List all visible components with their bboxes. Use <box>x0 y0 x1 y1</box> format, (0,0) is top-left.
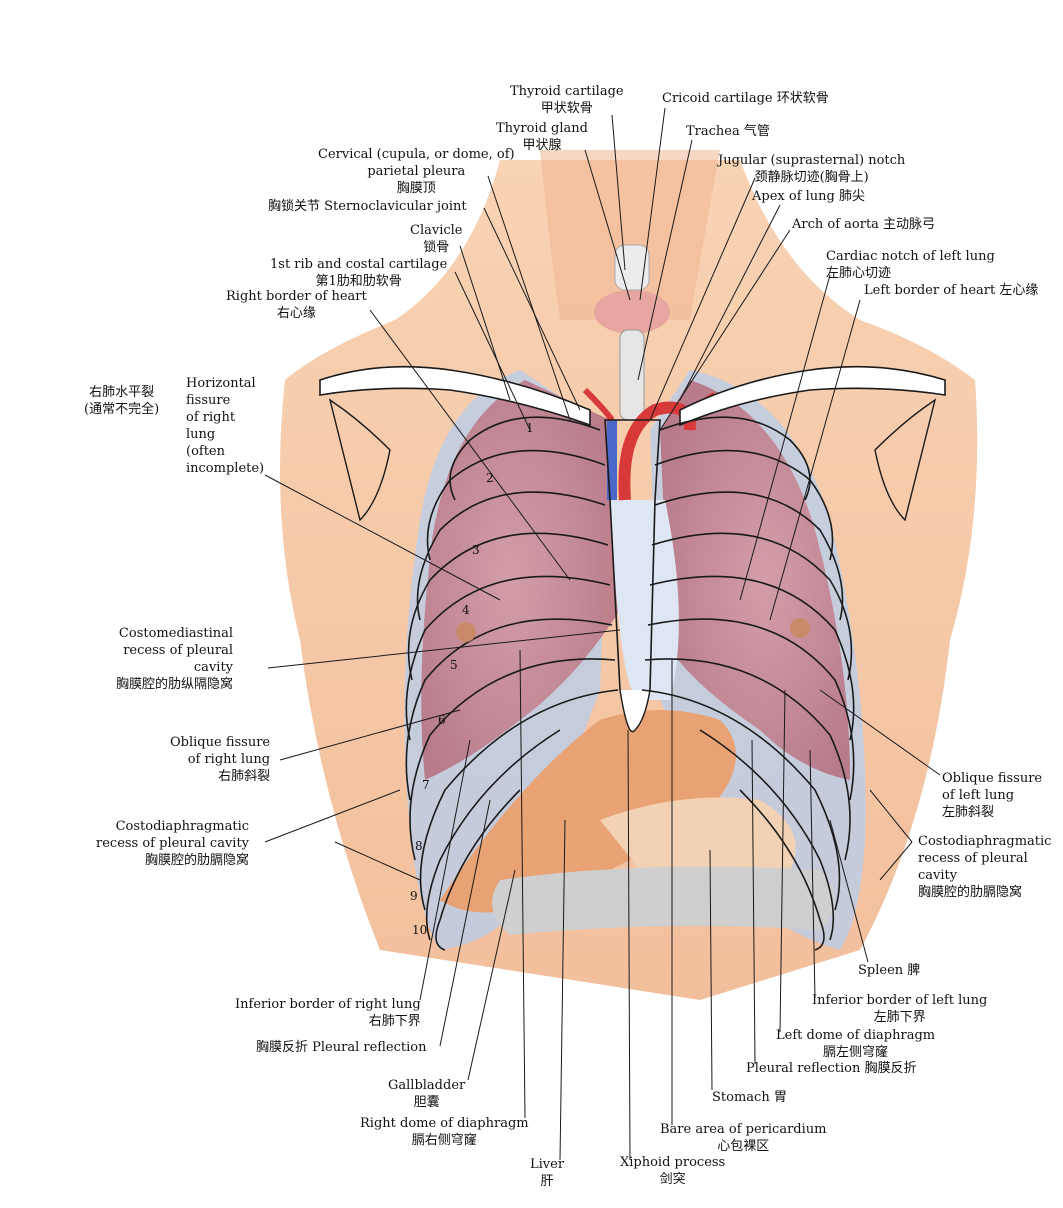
rib-number: 3 <box>472 543 480 557</box>
label-arch-of-aorta: Arch of aorta 主动脉弓 <box>792 217 936 232</box>
label-pleural-reflection-left: Pleural reflection 胸膜反折 <box>746 1061 917 1076</box>
left-ribs <box>641 416 855 951</box>
label-cardiac-notch: Cardiac notch of left lung 左肺心切迹 <box>826 249 995 281</box>
thyroid-gland <box>594 290 670 334</box>
neck <box>540 150 720 320</box>
leader-lines <box>264 107 941 1161</box>
label-inferior-border-left: Inferior border of left lung 左肺下界 <box>812 993 988 1025</box>
xiphoid <box>619 689 651 733</box>
right-lung <box>421 380 620 780</box>
label-pleural-reflection-right: 胸膜反折 Pleural reflection <box>256 1040 427 1055</box>
label-cricoid-cartilage: Cricoid cartilage 环状软骨 <box>662 91 829 106</box>
rib-number: 9 <box>410 889 418 903</box>
right-clavicle <box>319 365 591 427</box>
rib-number: 8 <box>415 839 423 853</box>
intestine <box>492 866 835 935</box>
label-gallbladder: Gallbladder 胆囊 <box>388 1078 466 1110</box>
rib-number: 2 <box>486 471 494 485</box>
label-liver: Liver 肝 <box>530 1157 565 1189</box>
right-ribs <box>405 416 619 951</box>
label-horizontal-fissure-en: Horizontal fissure of right lung (often … <box>186 376 265 476</box>
label-thyroid-cartilage: Thyroid cartilage 甲状软骨 <box>510 84 624 116</box>
rib-number: 10 <box>412 923 428 937</box>
label-right-dome: Right dome of diaphragm 膈右侧穹窿 <box>360 1116 529 1148</box>
label-trachea: Trachea 气管 <box>686 124 770 139</box>
label-sternoclavicular-joint: 胸锁关节 Sternoclavicular joint <box>268 199 467 214</box>
label-bare-area: Bare area of pericardium 心包裸区 <box>660 1122 827 1154</box>
heart-region <box>610 500 679 700</box>
right-scapula <box>328 398 391 522</box>
label-clavicle: Clavicle 锁骨 <box>410 223 463 255</box>
label-stomach: Stomach 胃 <box>712 1090 787 1105</box>
rib-number: 4 <box>462 603 470 617</box>
label-cervical-pleura: Cervical (cupula, or dome, of) parietal … <box>318 147 515 196</box>
label-first-rib: 1st rib and costal cartilage 第1肋和肋软骨 <box>270 257 448 289</box>
left-lung <box>660 380 850 780</box>
label-spleen: Spleen 脾 <box>858 963 921 978</box>
label-jugular-notch: Jugular (suprasternal) notch 颈静脉切迹(胸骨上) <box>718 153 906 185</box>
label-horizontal-fissure-cn: 右肺水平裂 (通常不完全) <box>84 385 160 417</box>
left-nipple <box>790 618 810 638</box>
label-costodiaphragmatic-left: Costodiaphragmatic recess of pleural cav… <box>918 834 1052 900</box>
label-oblique-fissure-left: Oblique fissure of left lung 左肺斜裂 <box>942 771 1043 820</box>
stomach <box>600 797 796 880</box>
left-scapula <box>874 398 937 522</box>
label-costodiaphragmatic-right: Costodiaphragmatic recess of pleural cav… <box>96 819 250 868</box>
label-xiphoid: Xiphoid process 剑突 <box>620 1155 726 1187</box>
rib-number: 6 <box>438 713 446 727</box>
rib-number: 5 <box>450 658 458 672</box>
liver <box>440 710 736 913</box>
label-oblique-fissure-right: Oblique fissure of right lung 右肺斜裂 <box>170 735 271 784</box>
brachiocephalic-right <box>582 387 615 422</box>
label-left-dome: Left dome of diaphragm 膈左侧穹窿 <box>776 1028 936 1060</box>
label-costomediastinal-recess: Costomediastinal recess of pleural cavit… <box>116 626 234 692</box>
right-nipple <box>456 622 476 642</box>
label-inferior-border-right: Inferior border of right lung 右肺下界 <box>235 997 421 1029</box>
left-clavicle <box>679 365 946 427</box>
rib-number: 7 <box>422 778 430 792</box>
trachea <box>619 329 645 421</box>
label-thyroid-gland: Thyroid gland 甲状腺 <box>496 121 588 153</box>
label-left-border-heart: Left border of heart 左心缘 <box>864 283 1039 298</box>
label-right-border-heart: Right border of heart 右心缘 <box>226 289 367 321</box>
label-apex-of-lung: Apex of lung 肺尖 <box>752 189 865 204</box>
rib-number: 1 <box>526 421 534 435</box>
